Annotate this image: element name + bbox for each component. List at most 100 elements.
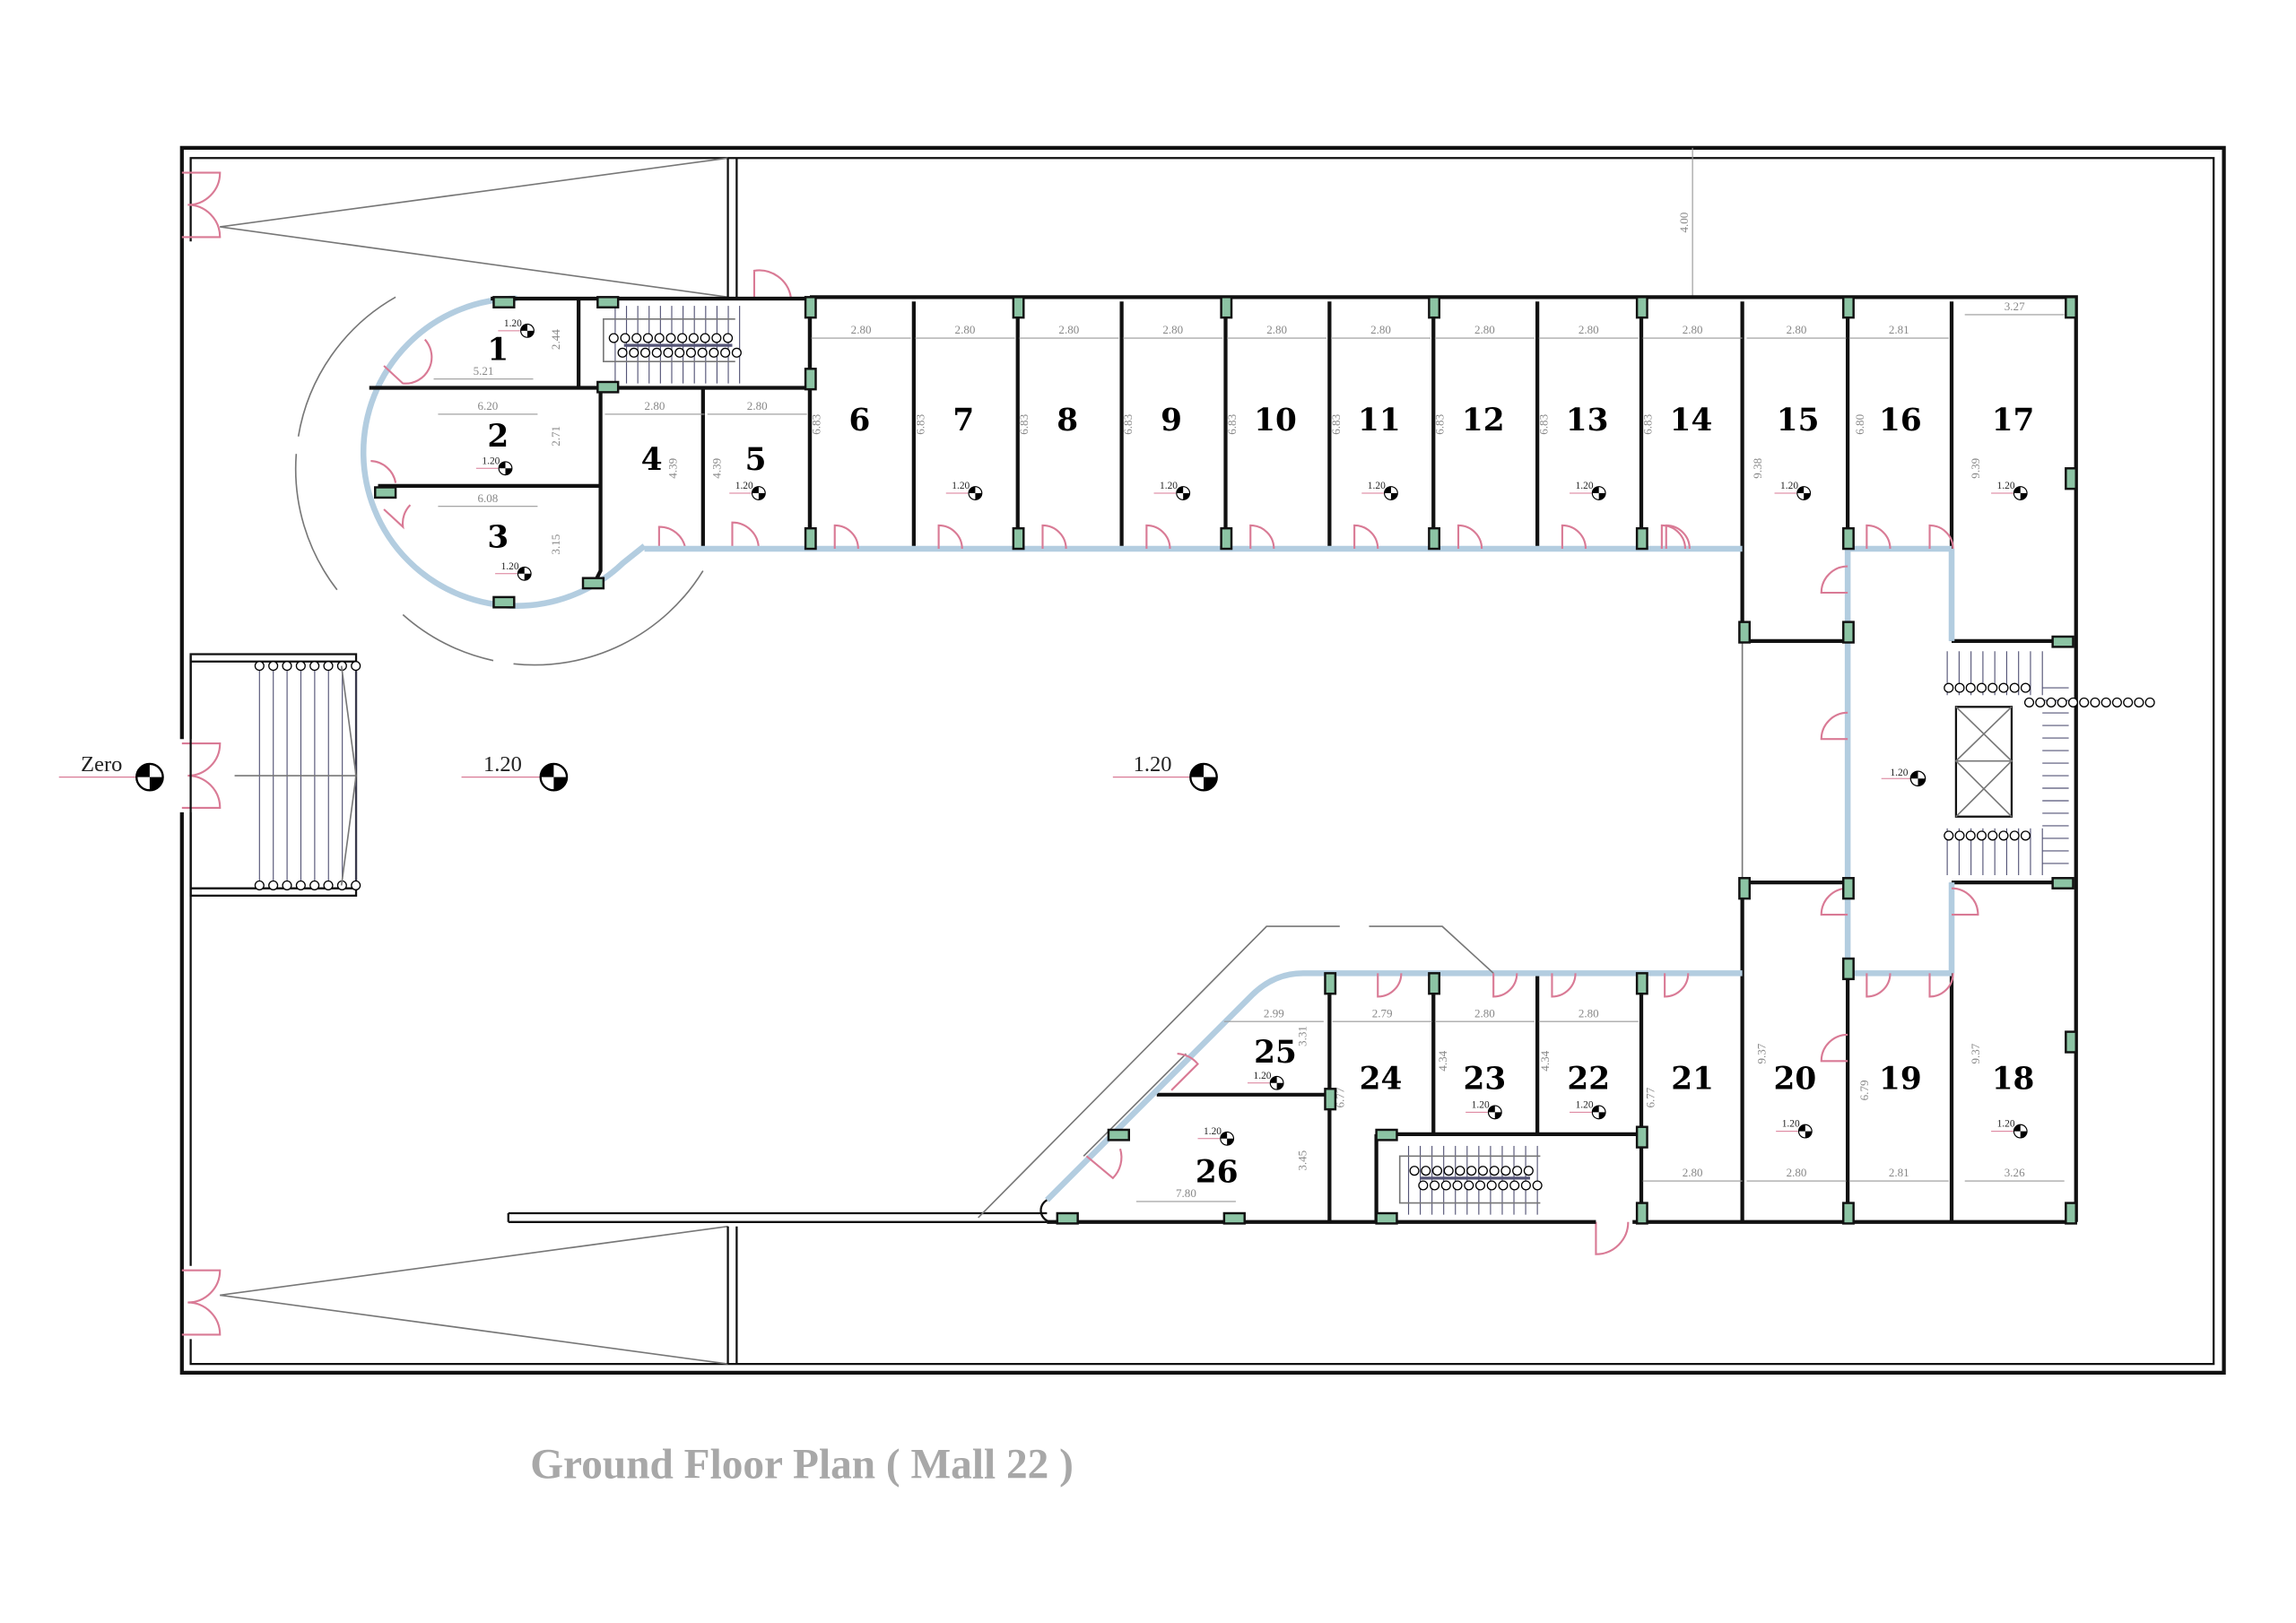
width-dimension: 2.80 — [1474, 323, 1495, 336]
shop-15[interactable]: 152.809.381.20 — [1746, 323, 1847, 500]
level-symbol-icon — [968, 486, 983, 500]
depth-dimension: 6.83 — [1537, 413, 1551, 434]
shop-2[interactable]: 26.202.711.20 — [438, 399, 562, 476]
level-text: 1.20 — [1997, 481, 2015, 491]
shop-number: 21 — [1671, 1061, 1714, 1097]
level-marker-corridor: 1.20 — [1881, 768, 1926, 787]
door[interactable] — [1249, 524, 1275, 550]
shop-14[interactable]: 142.806.83 — [1640, 323, 1743, 438]
door[interactable] — [833, 524, 859, 550]
door[interactable] — [1665, 524, 1691, 550]
door[interactable] — [1866, 973, 1892, 998]
shop-24[interactable]: 242.796.77 — [1332, 1006, 1432, 1107]
door[interactable] — [937, 524, 963, 550]
shop-number: 6 — [849, 403, 871, 438]
level-text: 1.20 — [1576, 481, 1594, 491]
width-dimension: 2.80 — [1683, 1166, 1703, 1179]
shop-11[interactable]: 112.806.831.20 — [1329, 323, 1431, 500]
door[interactable] — [1457, 524, 1483, 550]
shop-number: 4 — [641, 442, 663, 478]
width-dimension: 2.80 — [1787, 323, 1807, 336]
column — [1107, 1128, 1131, 1141]
door[interactable] — [1820, 1033, 1848, 1063]
door[interactable] — [1951, 887, 1979, 916]
level-text: 1.20 — [1134, 752, 1172, 777]
depth-dimension: 3.31 — [1295, 1026, 1309, 1046]
door[interactable] — [1820, 565, 1848, 595]
depth-dimension: 2.44 — [549, 329, 562, 350]
shop-23[interactable]: 232.804.341.20 — [1434, 1006, 1535, 1120]
shop-16[interactable]: 162.816.80 — [1848, 323, 1949, 438]
column — [1324, 972, 1337, 995]
depth-dimension: 6.83 — [1640, 413, 1654, 434]
door[interactable] — [1170, 1053, 1199, 1091]
stair-south — [1398, 1145, 1543, 1215]
shop-5[interactable]: 52.804.391.20 — [707, 399, 807, 500]
depth-dimension: 3.45 — [1295, 1150, 1309, 1170]
door[interactable] — [1145, 524, 1171, 550]
shop-9[interactable]: 92.806.831.20 — [1121, 323, 1223, 500]
column — [2065, 1202, 2077, 1225]
door[interactable] — [1660, 524, 1687, 550]
level-symbol-icon — [517, 566, 532, 581]
shop-17[interactable]: 173.279.391.20 — [1964, 299, 2065, 500]
shop-25[interactable]: 252.993.311.20 — [1223, 1006, 1324, 1090]
depth-dimension: 9.38 — [1751, 457, 1764, 478]
stair-north — [603, 306, 742, 384]
level-text: 1.20 — [1780, 481, 1798, 491]
column — [804, 368, 817, 391]
shop-6[interactable]: 62.806.83 — [809, 323, 911, 438]
shop-10[interactable]: 102.806.83 — [1225, 323, 1327, 438]
column — [1635, 1125, 1648, 1149]
door[interactable] — [1820, 711, 1848, 741]
level-marker-main-hall: 1.20 — [461, 752, 569, 792]
shop-number: 19 — [1879, 1061, 1922, 1097]
shop-4[interactable]: 42.804.39 — [604, 399, 705, 479]
elevator[interactable] — [1954, 706, 2013, 818]
level-text: 1.20 — [1576, 1100, 1594, 1111]
stair-east — [1944, 651, 2155, 875]
door[interactable] — [1041, 524, 1067, 550]
door[interactable] — [1561, 524, 1587, 550]
width-dimension: 6.20 — [478, 399, 499, 412]
column — [1635, 296, 1648, 319]
shop-18[interactable]: 183.269.371.20 — [1964, 1043, 2065, 1182]
shop-3[interactable]: 36.083.151.20 — [438, 491, 562, 581]
level-text: 1.20 — [504, 318, 522, 329]
shop-20[interactable]: 202.809.371.20 — [1746, 1043, 1847, 1182]
shop-26[interactable]: 267.803.451.20 — [1135, 1126, 1309, 1202]
door[interactable] — [1377, 973, 1403, 998]
shop-8[interactable]: 82.806.83 — [1017, 323, 1119, 438]
door[interactable] — [1866, 524, 1892, 550]
column — [1842, 621, 1855, 644]
level-text: 1.20 — [501, 561, 519, 572]
column — [1842, 1202, 1855, 1225]
door[interactable] — [1664, 973, 1690, 998]
entrance-doors[interactable] — [181, 171, 1630, 1336]
shop-21[interactable]: 212.806.77 — [1642, 1061, 1743, 1182]
shop-number: 7 — [952, 403, 974, 438]
shop-1[interactable]: 15.212.441.20 — [433, 318, 562, 380]
shop-number: 20 — [1774, 1061, 1817, 1097]
width-dimension: 2.80 — [851, 323, 872, 336]
door[interactable] — [1551, 973, 1577, 998]
depth-dimension: 4.34 — [1538, 1050, 1552, 1071]
width-dimension: 2.80 — [1578, 323, 1599, 336]
level-symbol-icon — [1189, 762, 1218, 792]
column — [581, 577, 605, 590]
entrance-stair — [189, 653, 361, 897]
level-text: 1.20 — [1997, 1119, 2015, 1130]
door[interactable] — [1928, 524, 1954, 550]
shop-7[interactable]: 72.806.831.20 — [913, 323, 1015, 500]
depth-dimension: 4.34 — [1436, 1050, 1449, 1071]
door[interactable] — [1492, 973, 1518, 998]
shop-13[interactable]: 132.806.831.20 — [1537, 323, 1639, 500]
door[interactable] — [1928, 973, 1954, 998]
shop-12[interactable]: 122.806.83 — [1433, 323, 1535, 438]
shop-doors[interactable] — [833, 524, 1979, 1180]
shop-19[interactable]: 192.816.79 — [1848, 1061, 1949, 1182]
door[interactable] — [1353, 524, 1379, 550]
shop-22[interactable]: 222.804.341.20 — [1538, 1006, 1639, 1120]
depth-dimension: 6.83 — [1225, 413, 1239, 434]
door[interactable] — [1085, 1148, 1123, 1180]
